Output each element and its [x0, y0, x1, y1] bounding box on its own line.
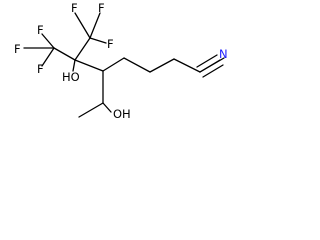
- bond-cq-cf3b: [53, 47, 76, 61]
- bond-cq-ch: [74, 59, 104, 72]
- atom-f-top-2: F: [98, 1, 105, 15]
- bond-nitrile-3: [202, 64, 224, 78]
- bond-cq-cf3a: [74, 37, 91, 61]
- bond-cf3a-f-top-1: [74, 12, 91, 39]
- bond-chain-3: [149, 58, 175, 73]
- bond-cq-hydroxyl: [72, 59, 76, 72]
- atom-nitrile-n: N: [219, 47, 228, 61]
- bond-cf3a-f-right: [89, 37, 107, 44]
- atom-f-left-3: F: [14, 42, 21, 56]
- bond-choh-methyl: [78, 102, 104, 118]
- atom-f-left-2: F: [37, 62, 44, 76]
- bond-choh-oh: [102, 102, 112, 113]
- bond-chain-2: [123, 57, 151, 73]
- atom-f-upper-right: F: [107, 37, 114, 51]
- bond-chain-1: [102, 57, 125, 72]
- atom-hydroxyl-1: HO: [62, 70, 80, 84]
- bond-nitrile-1: [199, 59, 221, 73]
- bond-cf3b-f-left-2: [41, 47, 55, 67]
- bond-nitrile-2: [196, 54, 218, 68]
- structural-formula: F F F F F F HO OH N: [14, 1, 228, 121]
- atom-f-left-1: F: [37, 23, 44, 37]
- bond-cf3a-f-top-2: [89, 12, 101, 39]
- bond-chain-4: [173, 58, 201, 73]
- atom-f-top-1: F: [71, 1, 78, 15]
- atom-hydroxyl-2: OH: [113, 107, 131, 121]
- bond-cf3b-f-left-1: [41, 33, 55, 49]
